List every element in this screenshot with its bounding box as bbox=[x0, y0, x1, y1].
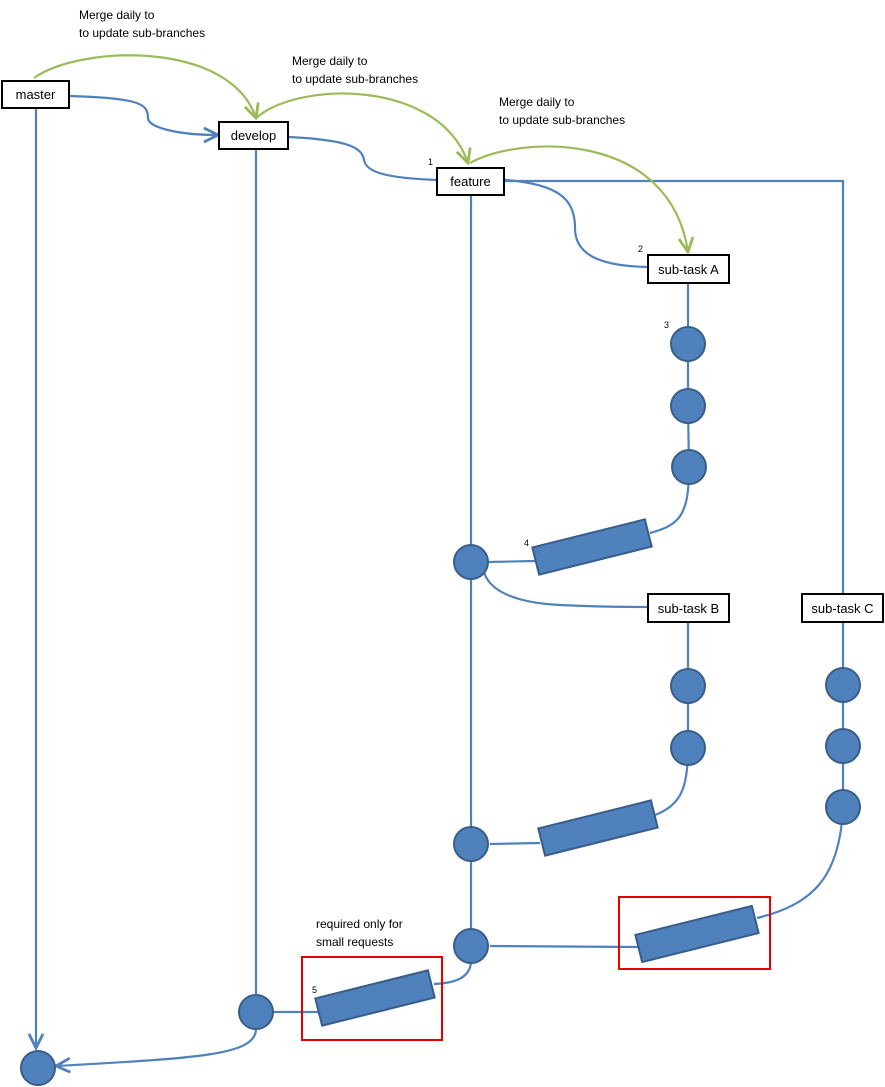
small-request-note-line2: small requests bbox=[316, 935, 393, 949]
commit-node[interactable] bbox=[670, 388, 706, 424]
branch-label-master-text: master bbox=[16, 87, 56, 102]
feature-to-subtask-a-line bbox=[504, 178, 649, 269]
merge-note-2-line2: to update sub-branches bbox=[292, 72, 418, 86]
small-request-note: required only for small requests bbox=[316, 917, 403, 949]
commit-nodes bbox=[20, 326, 861, 1086]
branch-label-develop-text: develop bbox=[231, 128, 277, 143]
commit-node[interactable] bbox=[453, 826, 489, 862]
merge-note-3-line1: Merge daily to bbox=[499, 95, 575, 109]
merge-notes: Merge daily to to update sub-branches Me… bbox=[79, 8, 625, 127]
branch-label-subtask-c-text: sub-task C bbox=[811, 601, 873, 616]
merge-note-1-line2: to update sub-branches bbox=[79, 26, 205, 40]
merge-develop-to-feature-arrow bbox=[255, 92, 468, 163]
branch-label-subtask-b[interactable]: sub-task B bbox=[647, 593, 730, 623]
commit-node[interactable] bbox=[670, 730, 706, 766]
small-request-note-line1: required only for bbox=[316, 917, 403, 931]
step-number-1: 1 bbox=[428, 157, 433, 167]
branch-label-master[interactable]: master bbox=[1, 80, 70, 109]
merge-daily-arrows bbox=[33, 54, 688, 252]
feature-to-subtask-b-line bbox=[482, 571, 649, 609]
commit-node[interactable] bbox=[825, 789, 861, 825]
subtask-a-chain bbox=[649, 284, 691, 535]
highlight-boxes bbox=[301, 896, 771, 1041]
subtask-b-merge-line bbox=[489, 841, 541, 846]
commit-node[interactable] bbox=[670, 326, 706, 362]
merge-note-1-line1: Merge daily to bbox=[79, 8, 155, 22]
merge-note-3-line2: to update sub-branches bbox=[499, 113, 625, 127]
subtask-c-merge-line bbox=[489, 944, 639, 949]
develop-to-master-merge bbox=[56, 1029, 258, 1066]
branch-label-feature[interactable]: feature bbox=[436, 167, 505, 196]
highlight-box-develop-merge bbox=[301, 956, 443, 1041]
step-number-3: 3 bbox=[664, 320, 669, 330]
feature-to-subtask-c-line bbox=[505, 179, 845, 594]
highlight-box-subtask-c-merge bbox=[618, 896, 771, 970]
commit-node[interactable] bbox=[453, 544, 489, 580]
merge-bars bbox=[314, 518, 760, 1027]
branch-label-develop[interactable]: develop bbox=[218, 121, 289, 150]
step-number-5: 5 bbox=[312, 985, 317, 995]
merge-master-to-develop-arrow bbox=[33, 54, 256, 118]
master-to-develop-line bbox=[69, 94, 218, 135]
commit-node[interactable] bbox=[238, 994, 274, 1030]
commit-node[interactable] bbox=[825, 728, 861, 764]
step-numbers: 1 2 3 4 5 bbox=[312, 157, 669, 995]
merge-bar-subtask-c[interactable] bbox=[634, 904, 760, 964]
branch-label-subtask-c[interactable]: sub-task C bbox=[801, 593, 884, 623]
commit-node[interactable] bbox=[671, 449, 707, 485]
step-number-4: 4 bbox=[524, 538, 529, 548]
branch-label-subtask-b-text: sub-task B bbox=[658, 601, 719, 616]
subtask-c-chain bbox=[756, 623, 845, 920]
branch-label-feature-text: feature bbox=[450, 174, 490, 189]
commit-node[interactable] bbox=[20, 1050, 56, 1086]
commit-node[interactable] bbox=[670, 668, 706, 704]
merge-bar-develop[interactable] bbox=[314, 969, 436, 1027]
merge-note-2-line1: Merge daily to bbox=[292, 54, 368, 68]
merge-feature-to-subtask-a-arrow bbox=[469, 145, 688, 252]
feature-to-develop-merge-line bbox=[433, 961, 473, 986]
branch-labels: master develop feature sub-task A sub-ta… bbox=[1, 80, 884, 623]
branch-label-subtask-a[interactable]: sub-task A bbox=[647, 254, 730, 284]
commit-node[interactable] bbox=[453, 928, 489, 964]
merge-bar-subtask-a[interactable] bbox=[531, 518, 653, 576]
merge-bar-subtask-b[interactable] bbox=[537, 799, 659, 857]
step-number-2: 2 bbox=[638, 244, 643, 254]
commit-node[interactable] bbox=[825, 667, 861, 703]
develop-to-feature-line bbox=[288, 135, 438, 182]
branch-label-subtask-a-text: sub-task A bbox=[658, 262, 719, 277]
subtask-a-merge-line bbox=[487, 559, 536, 564]
subtask-b-chain bbox=[654, 623, 690, 817]
